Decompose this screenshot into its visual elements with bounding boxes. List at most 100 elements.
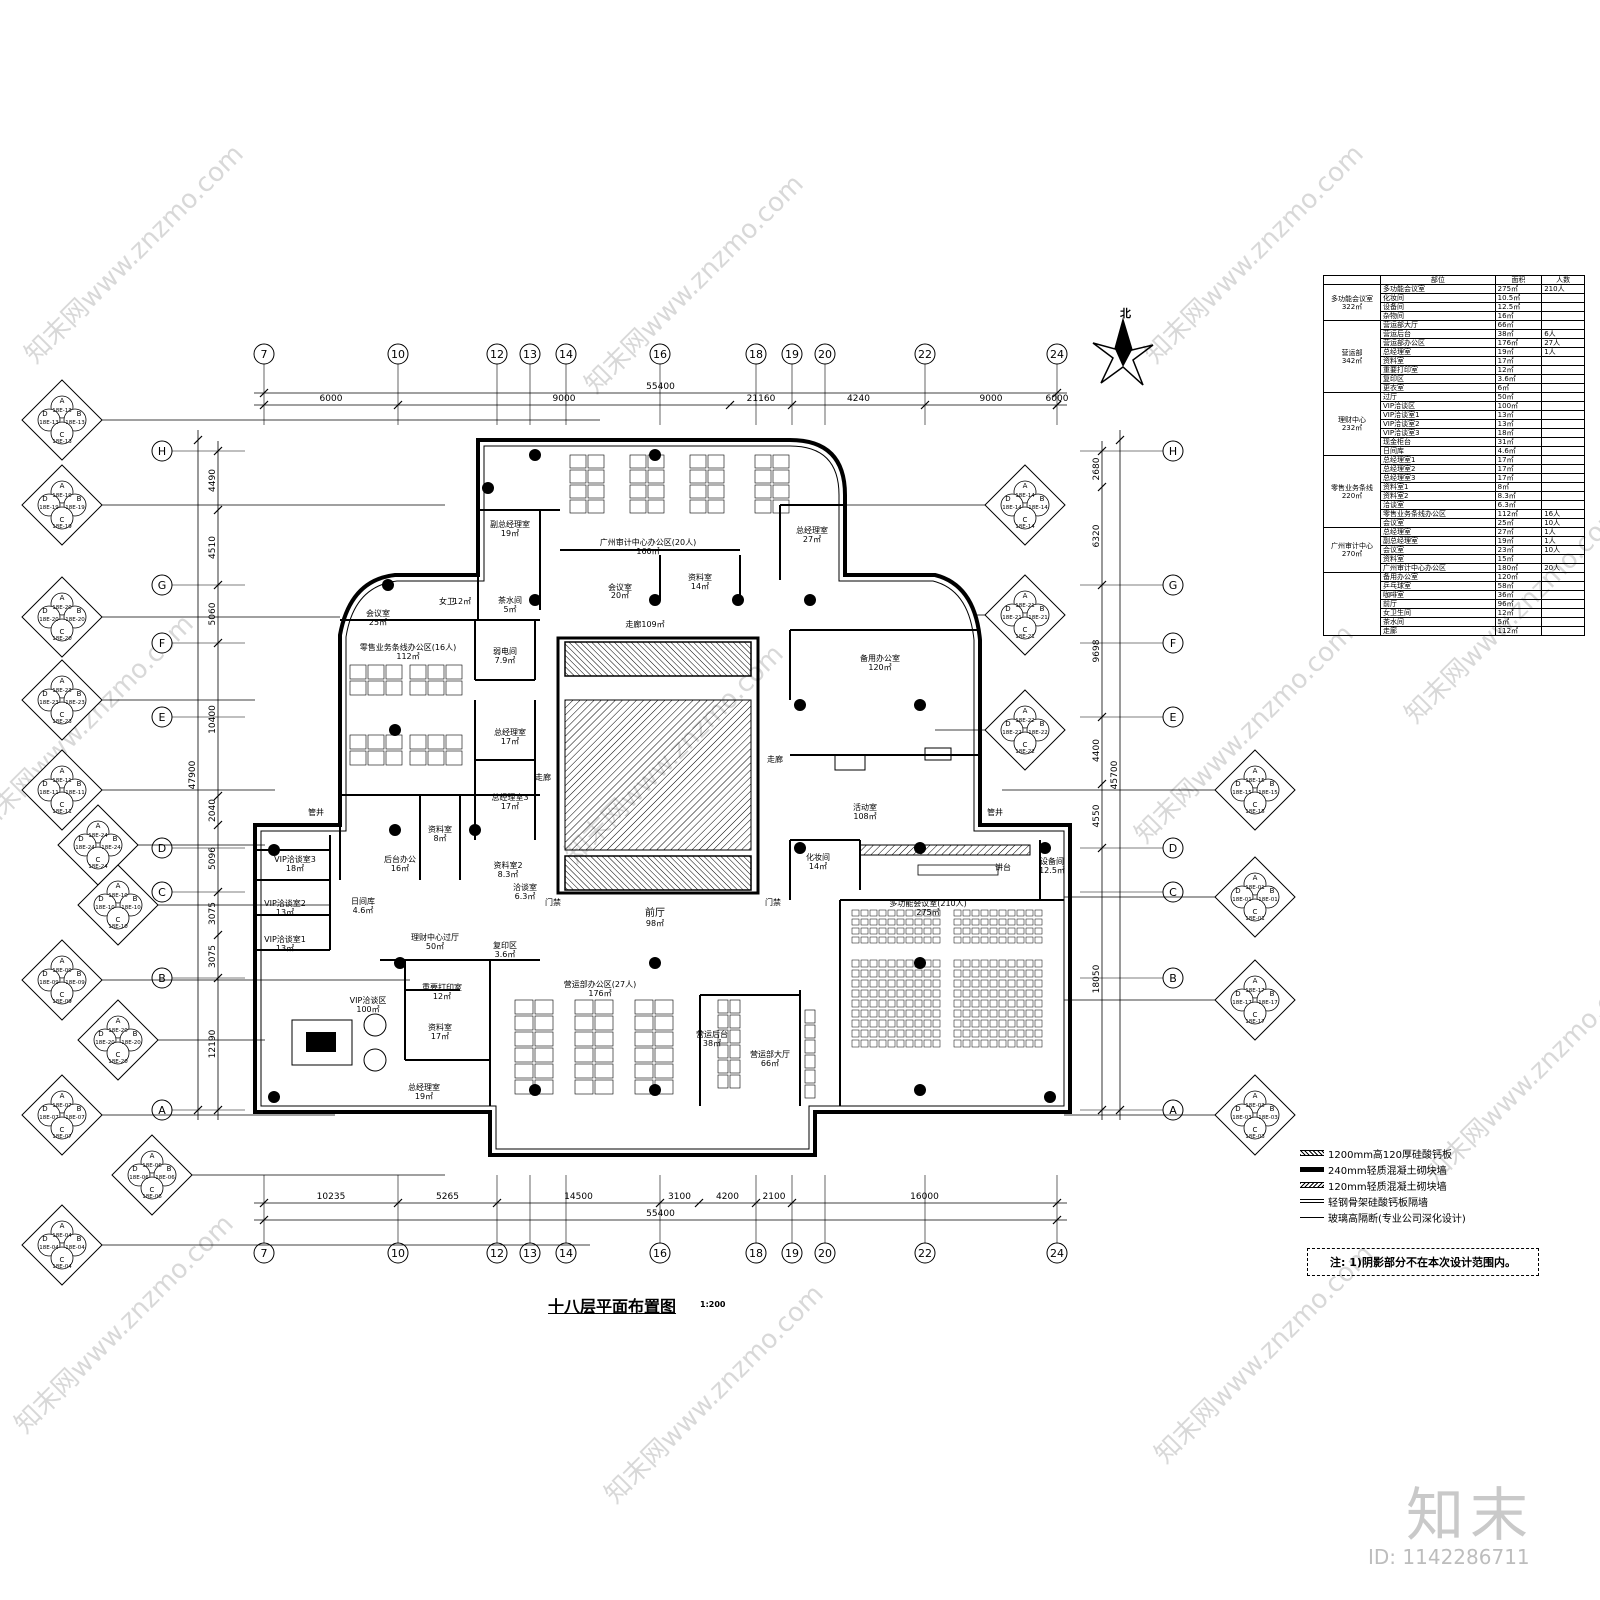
svg-text:B: B (1270, 990, 1275, 998)
desk (754, 499, 772, 514)
axis-label-bottom: 18 (749, 1247, 763, 1260)
desk (427, 680, 445, 696)
svg-text:C: C (1253, 908, 1258, 916)
legend-item: 240mm轻质混凝土砌块墙 (1300, 1161, 1590, 1177)
legend-label: 240mm轻质混凝土砌块墙 (1328, 1165, 1447, 1177)
dimension-right: 2680 (1092, 457, 1102, 480)
desk (804, 1084, 816, 1099)
axis-label-right: F (1170, 637, 1176, 650)
axis-label-bottom: 7 (261, 1247, 268, 1260)
stage-bar (859, 844, 1031, 856)
room-corridor-109: 走廊109㎡ (625, 619, 664, 629)
desk (349, 750, 367, 766)
seat (914, 979, 923, 988)
desk (772, 499, 790, 514)
area-cell: 176㎡ (1494, 338, 1543, 348)
index-number: 18E-13 (65, 420, 85, 426)
room-ops-office-area: 176㎡ (588, 989, 611, 998)
building-walls (253, 438, 1072, 1157)
seat (887, 936, 896, 944)
seat (860, 989, 869, 998)
structural-column (914, 699, 926, 711)
dimension-left: 5060 (208, 602, 218, 625)
area-cell: 6.3㎡ (1494, 500, 1543, 510)
desk (654, 999, 674, 1015)
desk (574, 1063, 594, 1079)
desk (427, 664, 445, 680)
seat (989, 1009, 998, 1018)
seat (878, 969, 887, 978)
desk (594, 1031, 614, 1047)
seat (980, 959, 989, 968)
seat (923, 936, 932, 944)
axis-label-left: E (159, 711, 166, 724)
people-cell (1541, 482, 1585, 492)
seat (887, 1009, 896, 1018)
axis-label-left: F (159, 637, 165, 650)
area-cell: 4.6㎡ (1494, 446, 1543, 456)
room-access-right: 门禁 (765, 897, 781, 907)
svg-text:A: A (96, 822, 101, 830)
seat (971, 918, 980, 926)
axis-label-bottom: 20 (818, 1247, 832, 1260)
seat (869, 999, 878, 1008)
north-arrow-icon (1092, 317, 1154, 386)
index-number: 18E-06 (142, 1163, 162, 1169)
svg-text:D: D (132, 1165, 137, 1173)
svg-text:C: C (60, 991, 65, 999)
seat (869, 1009, 878, 1018)
seat (1016, 927, 1025, 935)
svg-text:D: D (98, 1030, 103, 1038)
desk (587, 454, 605, 469)
room-retail-office: 零售业务条线办公区(16人) (360, 642, 456, 652)
desk (654, 1047, 674, 1063)
svg-text:C: C (1253, 1126, 1258, 1134)
room-dressing-area: 14㎡ (809, 862, 827, 871)
svg-text:A: A (60, 482, 65, 490)
svg-text:D: D (98, 895, 103, 903)
structural-column (649, 594, 661, 606)
svg-text:C: C (60, 431, 65, 439)
seat (896, 969, 905, 978)
room-name-cell: VIP洽谈室1 (1380, 410, 1496, 420)
desk (729, 1029, 741, 1044)
svg-text:A: A (150, 1152, 155, 1160)
room-vip-1: VIP洽谈室1 (264, 934, 306, 944)
room-copy-area: 复印区 (493, 940, 517, 950)
index-number: 18E-17 (1245, 1019, 1265, 1025)
legend-item: 轻钢骨架硅酸钙板隔墙 (1300, 1193, 1590, 1209)
people-cell (1541, 383, 1585, 393)
index-number: 18E-24 (88, 864, 108, 870)
seat (869, 969, 878, 978)
seat (914, 927, 923, 935)
seat (989, 909, 998, 917)
area-cell: 120㎡ (1494, 572, 1543, 582)
desk (629, 484, 647, 499)
seat (905, 1009, 914, 1018)
dimension-right: 6320 (1092, 524, 1102, 547)
area-cell: 12㎡ (1494, 608, 1543, 618)
seat (860, 999, 869, 1008)
index-number: 18E-01 (1232, 897, 1251, 903)
desk (689, 469, 707, 484)
area-cell: 13㎡ (1494, 410, 1543, 420)
seat (971, 1029, 980, 1038)
seat (971, 999, 980, 1008)
index-number: 18E-11 (65, 790, 84, 796)
index-number: 18E-23 (65, 700, 85, 706)
structural-column (649, 1084, 661, 1096)
seat (869, 989, 878, 998)
axis-label-bottom: 14 (559, 1247, 573, 1260)
seat (989, 999, 998, 1008)
people-cell (1541, 356, 1585, 366)
index-number: 18E-22 (1028, 730, 1047, 736)
elevator-bank-bottom (564, 855, 752, 891)
area-cell: 36㎡ (1494, 590, 1543, 600)
desk (594, 1063, 614, 1079)
seat (962, 1029, 971, 1038)
seat (896, 999, 905, 1008)
